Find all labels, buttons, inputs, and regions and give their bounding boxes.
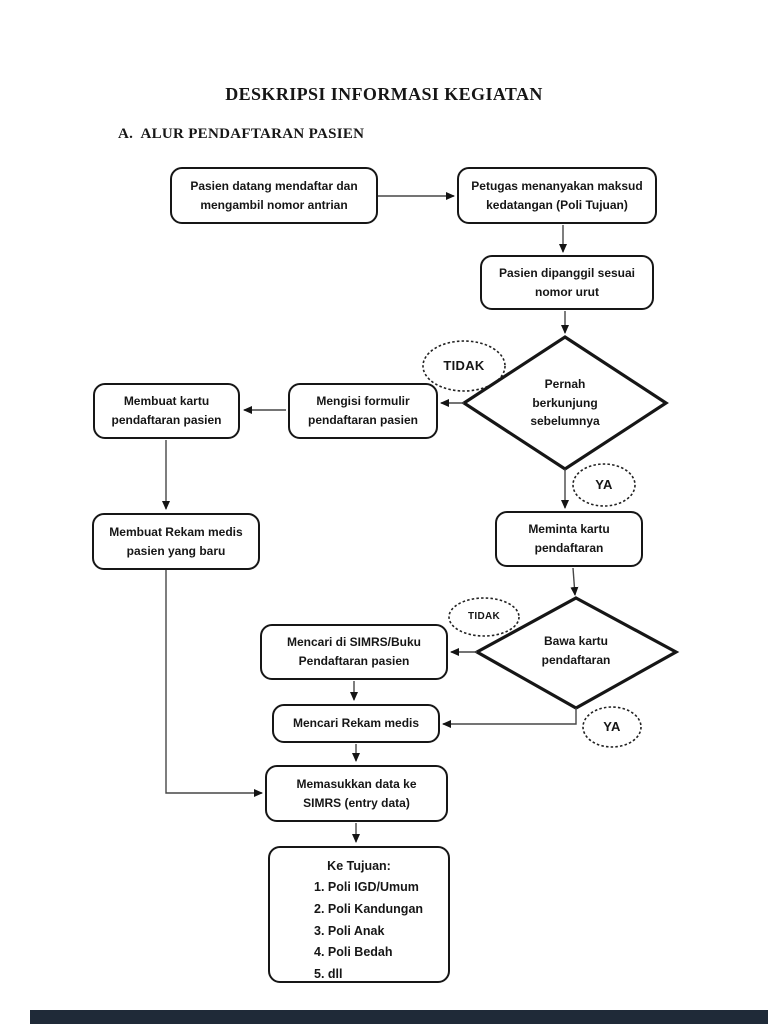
arrow-rekam-baru-to-memasukkan [165,570,263,797]
page-title: DESKRIPSI INFORMASI KEGIATAN [225,84,543,104]
branch-label-tidak-1: TIDAK [443,357,485,373]
node-memasukkan-data: Memasukkan data ke SIMRS (entry data) [265,765,448,822]
branch-label-ya-2: YA [603,718,621,734]
node-meminta-kartu: Meminta kartu pendaftaran [495,511,643,567]
ke-tujuan-list: 1. Poli IGD/Umum 2. Poli Kandungan 3. Po… [314,879,424,982]
node-pasien-datang: Pasien datang mendaftar dan mengambil no… [170,167,378,224]
arrow-bawa-ya-to-mencari-rekam [442,708,577,728]
node-membuat-rekam-medis: Membuat Rekam medis pasien yang baru [92,513,260,570]
ya2-ellipse [582,706,642,748]
node-mencari-rekam-medis: Mencari Rekam medis [272,704,440,743]
page-footer-bar [30,1010,768,1024]
ya1-ellipse [572,463,636,507]
node-petugas-menanyakan: Petugas menanyakan maksud kedatangan (Po… [457,167,657,224]
ke-tujuan-title: Ke Tujuan: [327,859,391,873]
branch-label-ya-1: YA [595,476,613,492]
node-mencari-simrs: Mencari di SIMRS/Buku Pendaftaran pasien [260,624,448,680]
node-ke-tujuan: Ke Tujuan: 1. Poli IGD/Umum 2. Poli Kand… [268,846,450,983]
node-pasien-dipanggil: Pasien dipanggil sesuai nomor urut [480,255,654,310]
section-heading: A. ALUR PENDAFTARAN PASIEN [118,126,365,142]
tidak1-ellipse [422,340,506,392]
decision-pernah-berkunjung-label: Pernah berkunjung sebelumnya [530,377,600,429]
decision-bawa-kartu-label: Bawa kartu pendaftaran [541,634,611,667]
tidak2-ellipse [448,597,520,637]
branch-label-tidak-2: TIDAK [467,611,501,623]
node-membuat-kartu: Membuat kartu pendaftaran pasien [93,383,240,439]
node-mengisi-formulir: Mengisi formulir pendaftaran pasien [288,383,438,439]
arrow-meminta-to-bawa [570,567,579,596]
